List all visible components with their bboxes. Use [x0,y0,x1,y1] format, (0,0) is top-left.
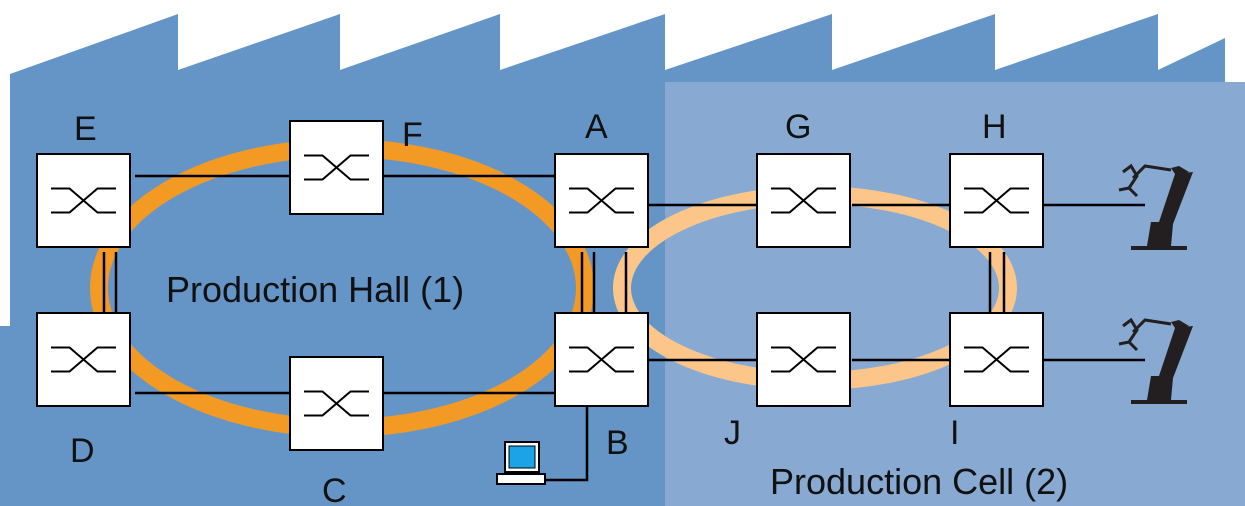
switch-icon [304,390,369,417]
switch-b [554,312,649,407]
robot-arm-icon [1118,163,1193,250]
switch-label-b: B [606,424,629,462]
switch-h [949,153,1044,248]
switch-c [289,356,384,451]
switch-e [36,153,131,248]
robot-arm-icon [1118,317,1193,404]
switch-j [756,312,851,407]
switches [36,120,1044,451]
switch-icon [51,187,116,214]
switch-d [36,312,131,407]
switch-icon [771,187,836,214]
switch-label-j: J [724,414,741,452]
switch-i [949,312,1044,407]
production-cell-roof [665,14,1225,82]
switch-label-a: A [585,108,608,146]
switch-box [289,120,384,215]
switch-icon [51,346,116,373]
switch-icon [569,346,634,373]
switch-icon [964,187,1029,214]
links [102,174,1145,482]
switch-icon [771,346,836,373]
switch-label-g: G [785,108,811,146]
link-b-pc [545,406,589,482]
switch-g [756,153,851,248]
switch-a [554,153,649,248]
switch-icon [569,187,634,214]
production-hall-label: Production Hall (1) [166,269,464,310]
switch-label-d: D [70,432,95,470]
switch-label-e: E [74,110,97,148]
switch-label-f: F [402,116,423,154]
computer-icon [496,441,546,485]
switch-label-c: C [322,472,347,506]
switch-label-h: H [982,108,1007,146]
switch-label-i: I [950,414,959,452]
switch-icon [304,154,369,181]
switch-icon [964,346,1029,373]
production-cell-label: Production Cell (2) [770,461,1068,502]
switch-f [289,120,384,215]
